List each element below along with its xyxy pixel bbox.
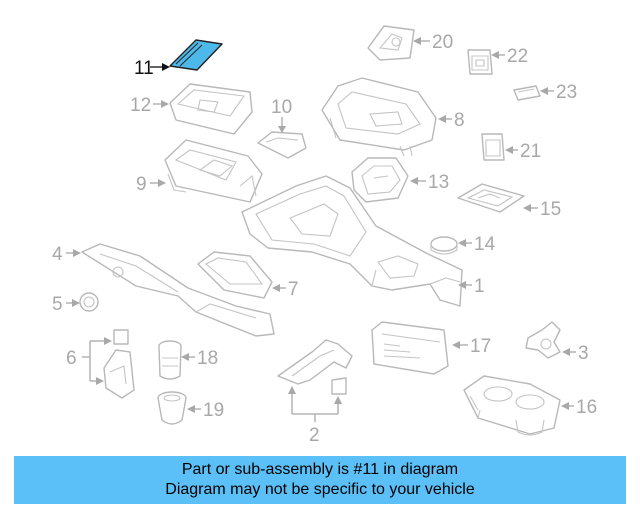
svg-text:16: 16 <box>576 397 597 418</box>
part-17[interactable] <box>371 321 449 375</box>
callout-12[interactable]: 12 <box>130 95 169 116</box>
part-4[interactable] <box>81 243 275 337</box>
callout-4[interactable]: 4 <box>52 244 81 265</box>
banner-line-1: Part or sub-assembly is #11 in diagram <box>181 461 459 478</box>
svg-text:22: 22 <box>507 46 528 67</box>
part-19[interactable] <box>157 391 187 425</box>
callout-10[interactable]: 10 <box>271 97 292 133</box>
svg-text:21: 21 <box>520 141 541 162</box>
part-7[interactable] <box>197 251 273 299</box>
callout-14[interactable]: 14 <box>458 234 496 255</box>
svg-text:11: 11 <box>134 58 154 79</box>
callout-17[interactable]: 17 <box>452 336 491 357</box>
svg-text:23: 23 <box>556 82 577 103</box>
parts-diagram: 11 12 10 9 20 <box>52 25 597 446</box>
svg-text:7: 7 <box>288 279 299 300</box>
part-2[interactable] <box>277 339 353 395</box>
part-15[interactable] <box>457 183 525 213</box>
part-11-highlighted[interactable] <box>169 39 223 71</box>
svg-text:19: 19 <box>203 400 224 421</box>
svg-text:15: 15 <box>540 199 561 220</box>
callout-16[interactable]: 16 <box>561 397 597 418</box>
callout-7[interactable]: 7 <box>272 279 299 300</box>
callout-19[interactable]: 19 <box>187 400 224 421</box>
svg-text:1: 1 <box>474 276 485 297</box>
part-5[interactable] <box>79 292 99 312</box>
callout-5[interactable]: 5 <box>52 294 80 315</box>
callout-2[interactable]: 2 <box>288 386 342 446</box>
callout-6[interactable]: 6 <box>66 337 112 385</box>
svg-text:9: 9 <box>136 174 147 195</box>
part-3[interactable] <box>525 321 561 359</box>
part-9[interactable] <box>164 139 263 203</box>
svg-text:18: 18 <box>197 348 218 369</box>
svg-text:5: 5 <box>52 294 63 315</box>
svg-text:13: 13 <box>428 172 449 193</box>
callout-20[interactable]: 20 <box>413 32 453 53</box>
part-22[interactable] <box>467 49 493 75</box>
part-6[interactable] <box>103 329 135 399</box>
callout-9[interactable]: 9 <box>136 174 166 195</box>
svg-text:10: 10 <box>271 97 292 118</box>
callout-3[interactable]: 3 <box>562 343 589 364</box>
callout-15[interactable]: 15 <box>523 199 561 220</box>
part-23[interactable] <box>513 85 541 101</box>
part-14[interactable] <box>430 236 458 255</box>
banner-line-2: Diagram may not be specific to your vehi… <box>165 481 475 498</box>
info-banner: Part or sub-assembly is #11 in diagram D… <box>14 456 626 504</box>
callout-22[interactable]: 22 <box>491 46 528 67</box>
svg-text:2: 2 <box>309 425 320 446</box>
callout-18[interactable]: 18 <box>181 348 218 369</box>
part-8[interactable] <box>321 77 437 157</box>
callout-13[interactable]: 13 <box>410 172 449 193</box>
svg-text:4: 4 <box>52 244 63 265</box>
callout-23[interactable]: 23 <box>540 82 577 103</box>
callout-1[interactable]: 1 <box>458 276 485 297</box>
part-12[interactable] <box>169 83 253 135</box>
callout-11[interactable]: 11 <box>134 58 170 79</box>
part-16[interactable] <box>463 375 561 436</box>
part-13[interactable] <box>351 157 409 203</box>
part-21[interactable] <box>481 133 505 161</box>
part-20[interactable] <box>367 25 415 61</box>
part-18[interactable] <box>158 340 182 380</box>
part-10[interactable] <box>257 131 307 159</box>
svg-text:8: 8 <box>454 110 465 131</box>
callout-8[interactable]: 8 <box>438 110 465 131</box>
svg-text:20: 20 <box>432 32 453 53</box>
part-1[interactable] <box>241 175 463 307</box>
svg-text:12: 12 <box>130 95 151 116</box>
callout-21[interactable]: 21 <box>505 141 541 162</box>
svg-text:6: 6 <box>66 348 77 369</box>
svg-text:3: 3 <box>578 343 589 364</box>
svg-text:14: 14 <box>474 234 496 255</box>
svg-text:17: 17 <box>470 336 491 357</box>
